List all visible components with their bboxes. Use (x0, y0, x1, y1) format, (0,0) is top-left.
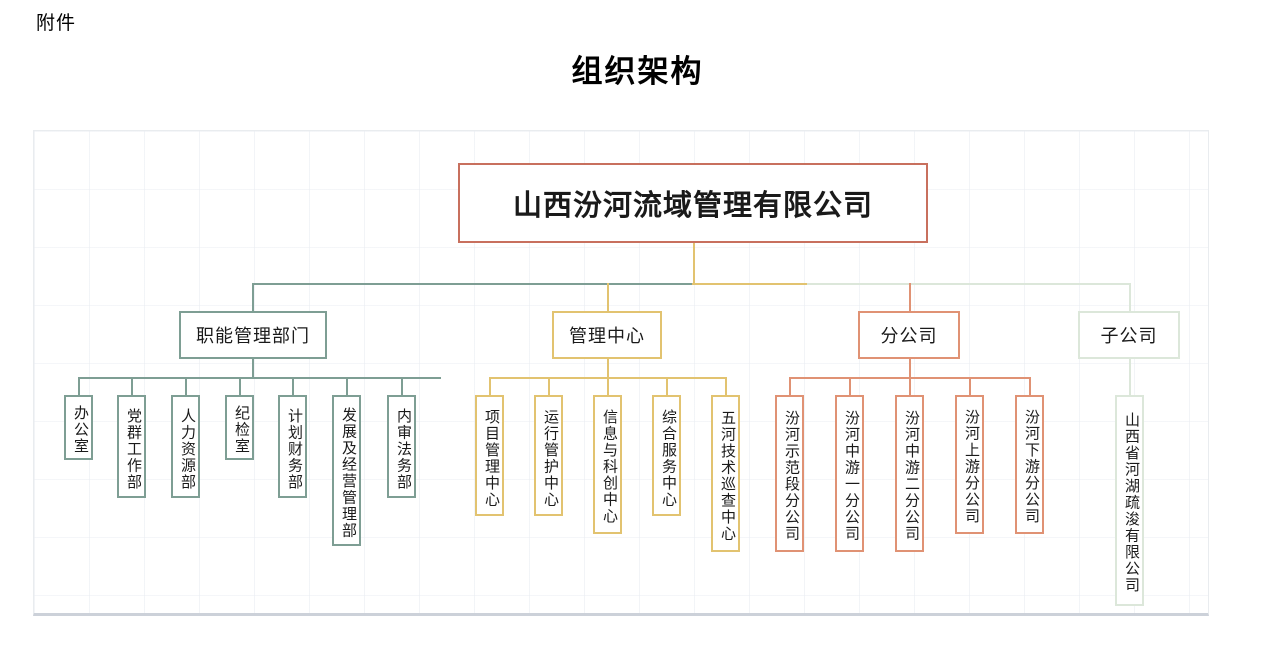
org-node-group-branch[interactable]: 分公司 (858, 311, 960, 359)
org-leaf-management-4[interactable]: 五河技术巡查中心 (711, 395, 740, 552)
attachment-label: 附件 (36, 13, 77, 34)
connector-functional-child-4 (292, 377, 294, 395)
connector-management-child-0 (489, 377, 491, 395)
connector-management-child-3 (666, 377, 668, 395)
connector-functional-child-2 (185, 377, 187, 395)
connector-functional-stem (252, 359, 254, 377)
connector-management-child-2 (607, 377, 609, 395)
org-leaf-functional-0[interactable]: 办公室 (64, 395, 93, 460)
connector-functional-child-3 (239, 377, 241, 395)
org-leaf-functional-6[interactable]: 内审法务部 (387, 395, 416, 498)
org-leaf-functional-5[interactable]: 发展及经营管理部 (332, 395, 361, 546)
connector-drop-branch (909, 283, 911, 331)
connector-branch-child-3 (969, 377, 971, 395)
connector-bus-branch-sub (807, 283, 1131, 285)
org-leaf-functional-2[interactable]: 人力资源部 (171, 395, 200, 498)
org-leaf-branch-2[interactable]: 汾河中游二分公司 (895, 395, 924, 552)
connector-management-stem (607, 359, 609, 377)
connector-drop-functional (252, 283, 254, 331)
connector-functional-child-5 (346, 377, 348, 395)
connector-branch-child-2 (909, 377, 911, 395)
connector-management-child-4 (725, 377, 727, 395)
org-node-group-subsidiary[interactable]: 子公司 (1078, 311, 1180, 359)
org-leaf-management-0[interactable]: 项目管理中心 (475, 395, 504, 516)
org-leaf-functional-3[interactable]: 纪检室 (225, 395, 254, 460)
connector-branch-child-4 (1029, 377, 1031, 395)
connector-branch-child-0 (789, 377, 791, 395)
connector-management-child-1 (548, 377, 550, 395)
connector-drop-management (607, 283, 609, 331)
org-leaf-branch-4[interactable]: 汾河下游分公司 (1015, 395, 1044, 534)
connector-functional-child-0 (78, 377, 80, 395)
org-leaf-branch-0[interactable]: 汾河示范段分公司 (775, 395, 804, 552)
connector-bus-functional (252, 283, 694, 285)
org-node-group-management[interactable]: 管理中心 (552, 311, 662, 359)
connector-root-stem (693, 243, 695, 283)
connector-branch-stem (909, 359, 911, 377)
org-leaf-management-1[interactable]: 运行管护中心 (534, 395, 563, 516)
connector-branch-child-1 (849, 377, 851, 395)
connector-subsidiary-stem (1129, 359, 1131, 395)
org-node-group-functional[interactable]: 职能管理部门 (179, 311, 327, 359)
org-node-root[interactable]: 山西汾河流域管理有限公司 (458, 163, 928, 243)
connector-drop-subsidiary (1129, 283, 1131, 331)
org-leaf-branch-3[interactable]: 汾河上游分公司 (955, 395, 984, 534)
connector-bus-management (692, 283, 809, 285)
org-leaf-subsidiary-0[interactable]: 山西省河湖疏浚有限公司 (1115, 395, 1144, 606)
connector-functional-child-6 (401, 377, 403, 395)
connector-functional-bus (78, 377, 441, 379)
org-leaf-management-2[interactable]: 信息与科创中心 (593, 395, 622, 534)
org-leaf-branch-1[interactable]: 汾河中游一分公司 (835, 395, 864, 552)
connector-functional-child-1 (131, 377, 133, 395)
org-leaf-functional-1[interactable]: 党群工作部 (117, 395, 146, 498)
page-title: 组织架构 (571, 54, 704, 89)
org-leaf-functional-4[interactable]: 计划财务部 (278, 395, 307, 498)
org-leaf-management-3[interactable]: 综合服务中心 (652, 395, 681, 516)
org-chart-canvas: 山西汾河流域管理有限公司 职能管理部门 办公室 党群工作部 人力资源部 纪检室 … (33, 130, 1209, 616)
